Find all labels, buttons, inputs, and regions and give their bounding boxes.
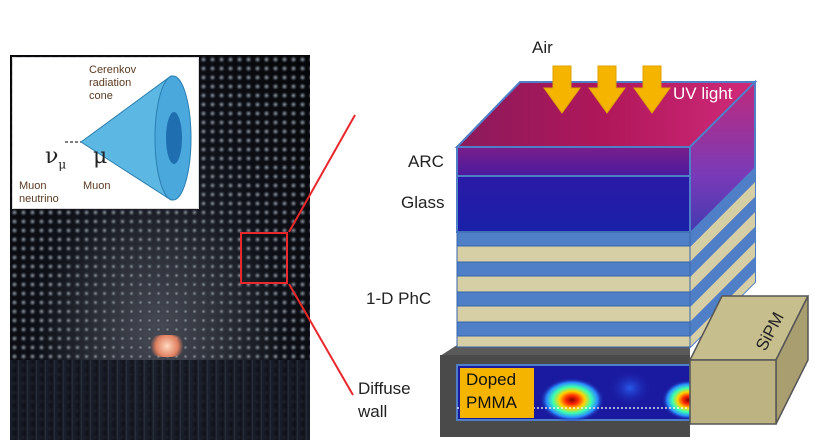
diffuse-label-line2: wall — [358, 402, 388, 421]
cone-label: Cerenkov radiation cone — [89, 64, 136, 103]
arc-layer — [456, 146, 691, 177]
glass-label: Glass — [401, 193, 445, 212]
glass-layer — [456, 175, 691, 233]
zoom-line-bottom — [288, 283, 354, 396]
emission-faint-1 — [608, 370, 652, 406]
neutrino-symbol: νμ — [45, 144, 66, 171]
muon-symbol: μ — [93, 144, 108, 169]
sipm-front — [689, 359, 777, 425]
neutrino-label: Muon neutrino — [19, 180, 59, 206]
arc-label: ARC — [408, 152, 444, 171]
diffuse-wall-label: Diffuse wall — [358, 377, 411, 423]
emission-hotspot-center — [540, 378, 604, 422]
zoom-region-box — [240, 232, 288, 284]
neutrino-label-line2: neutrino — [19, 193, 59, 205]
air-label: Air — [532, 38, 553, 57]
phc-label: 1-D PhC — [366, 289, 432, 308]
boat-in-tank — [148, 335, 186, 357]
cone-label-line2: radiation — [89, 77, 132, 89]
neutrino-label-line1: Muon — [19, 180, 47, 192]
cone-center — [166, 112, 182, 164]
neutrino-inset: Cerenkov radiation cone νμ μ Muon neutri… — [12, 57, 199, 209]
air-arrows — [543, 65, 671, 114]
cone-label-line1: Cerenkov — [89, 64, 137, 76]
pmma-label: Doped PMMA — [460, 368, 534, 418]
detector-floor — [10, 360, 310, 440]
phc-layers — [456, 231, 691, 348]
zoom-line-top — [288, 114, 356, 233]
nu-glyph: ν — [45, 144, 59, 169]
pmma-label-line1: Doped — [466, 370, 517, 389]
cerenkov-cone-graphic — [65, 75, 192, 201]
muon-label: Muon — [83, 180, 111, 192]
uv-light-label: UV light — [673, 84, 733, 103]
nu-subscript: μ — [58, 157, 67, 172]
pmma-label-line2: PMMA — [466, 393, 517, 412]
cone-label-line3: cone — [89, 90, 113, 102]
diffuse-label-line1: Diffuse — [358, 379, 411, 398]
